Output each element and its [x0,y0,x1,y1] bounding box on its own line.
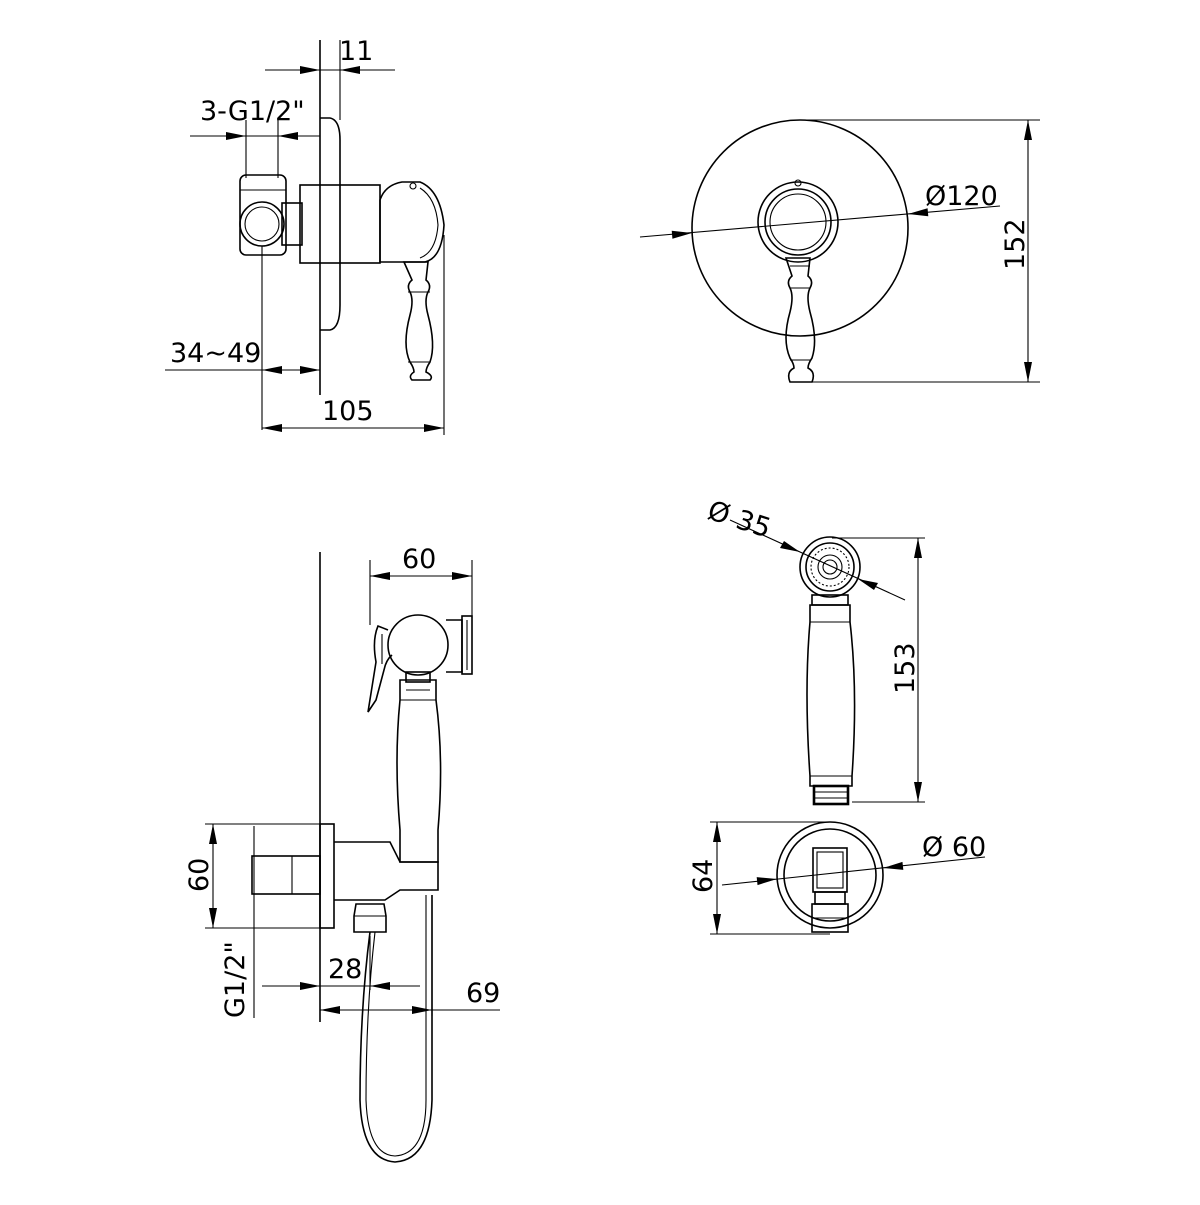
dimension-28-label: 28 [328,954,362,985]
dimension-105: 105 [262,235,445,435]
dimension-60-side: 60 [184,823,334,929]
dimension-64-label: 64 [688,859,719,893]
dimension-28: 28 [262,936,420,990]
dimension-69: 69 [320,900,500,1016]
dimension-g1-2-label: G1/2" [220,941,251,1018]
wall-holder-front-view [776,821,884,933]
dimension-105-label: 105 [322,396,374,427]
dimension-g1-2: G1/2" [220,826,255,1018]
dimension-60-side-label: 60 [184,858,215,892]
dimension-11: 11 [265,36,395,120]
dimension-dia60: Ø 60 [721,832,986,886]
dimension-11-label: 11 [339,36,373,67]
dimension-34-49-label: 34~49 [170,338,261,369]
dimension-3-g1-2: 3-G1/2" [190,96,320,178]
dimension-dia60-label: Ø 60 [922,832,986,863]
dimension-64: 64 [688,821,830,935]
dimension-34-49: 34~49 [165,246,320,430]
dimension-dia35-label: Ø 35 [704,495,775,544]
hand-shower-front-view [799,536,861,806]
mixer-side-view [239,40,445,395]
dimension-60-top-label: 60 [402,544,436,575]
dimension-153: 153 [832,537,925,803]
dimension-dia35: Ø 35 [704,495,906,601]
dimension-60-top: 60 [369,544,473,625]
hand-shower-side-view [251,552,473,1163]
dimension-152: 152 [800,119,1040,383]
dimension-dia120: Ø120 [639,181,1001,239]
dimension-69-label: 69 [466,978,500,1009]
dimension-153-label: 153 [890,642,921,694]
dimension-3-g1-2-label: 3-G1/2" [200,96,305,127]
dimension-dia120-label: Ø120 [925,181,998,212]
dimension-152-label: 152 [1000,218,1031,270]
mixer-front-view [691,119,909,383]
